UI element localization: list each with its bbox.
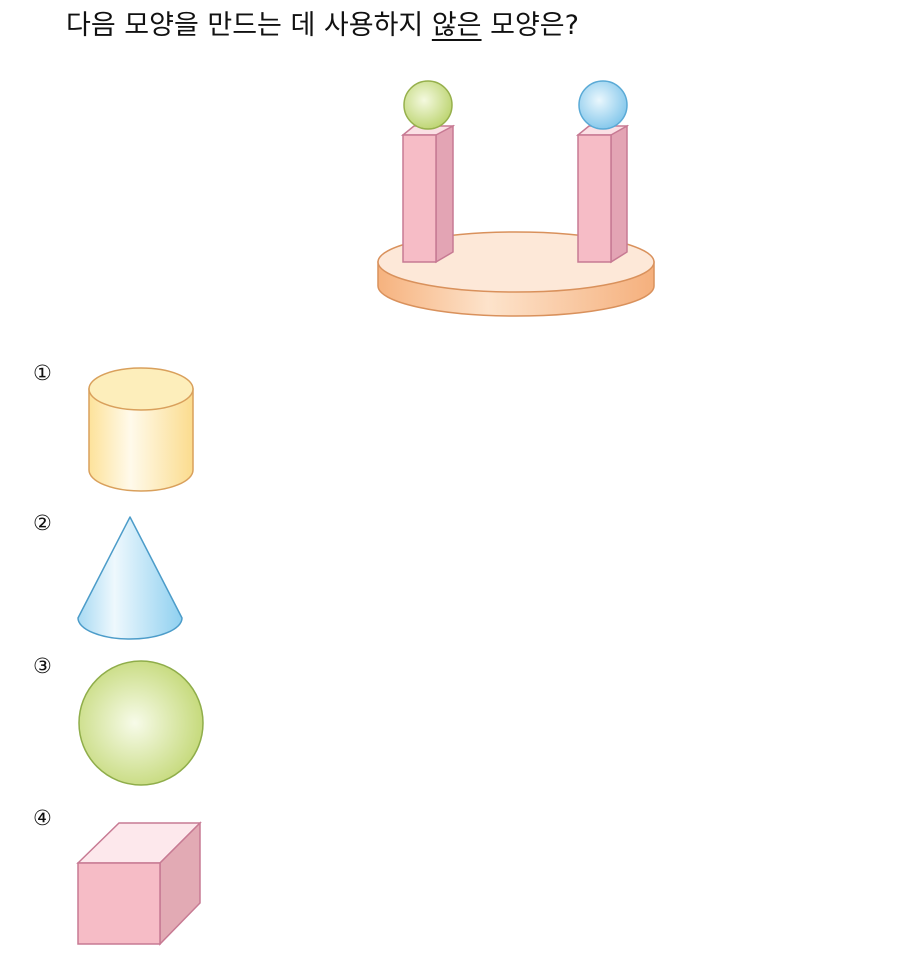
question-before: 다음 모양을 만드는 데 사용하지 [66,10,432,41]
left-ball-sphere [403,80,453,130]
right-ball-sphere [578,80,628,130]
option-1-number: ① [33,361,52,385]
left-pillar-cuboid [400,124,456,264]
cone-icon [77,516,183,640]
composite-figure [377,80,655,317]
cube-icon [76,821,202,946]
option-4-number: ④ [33,806,52,830]
question-after: 모양은? [481,10,579,41]
right-pillar-cuboid [575,124,630,264]
option-2-number: ② [33,511,52,535]
cylinder-icon [88,367,194,492]
question-text: 다음 모양을 만드는 데 사용하지 않은 모양은? [66,6,579,46]
option-3-number: ③ [33,654,52,678]
sphere-icon [78,660,204,786]
question-emphasis: 않은 [431,10,482,41]
